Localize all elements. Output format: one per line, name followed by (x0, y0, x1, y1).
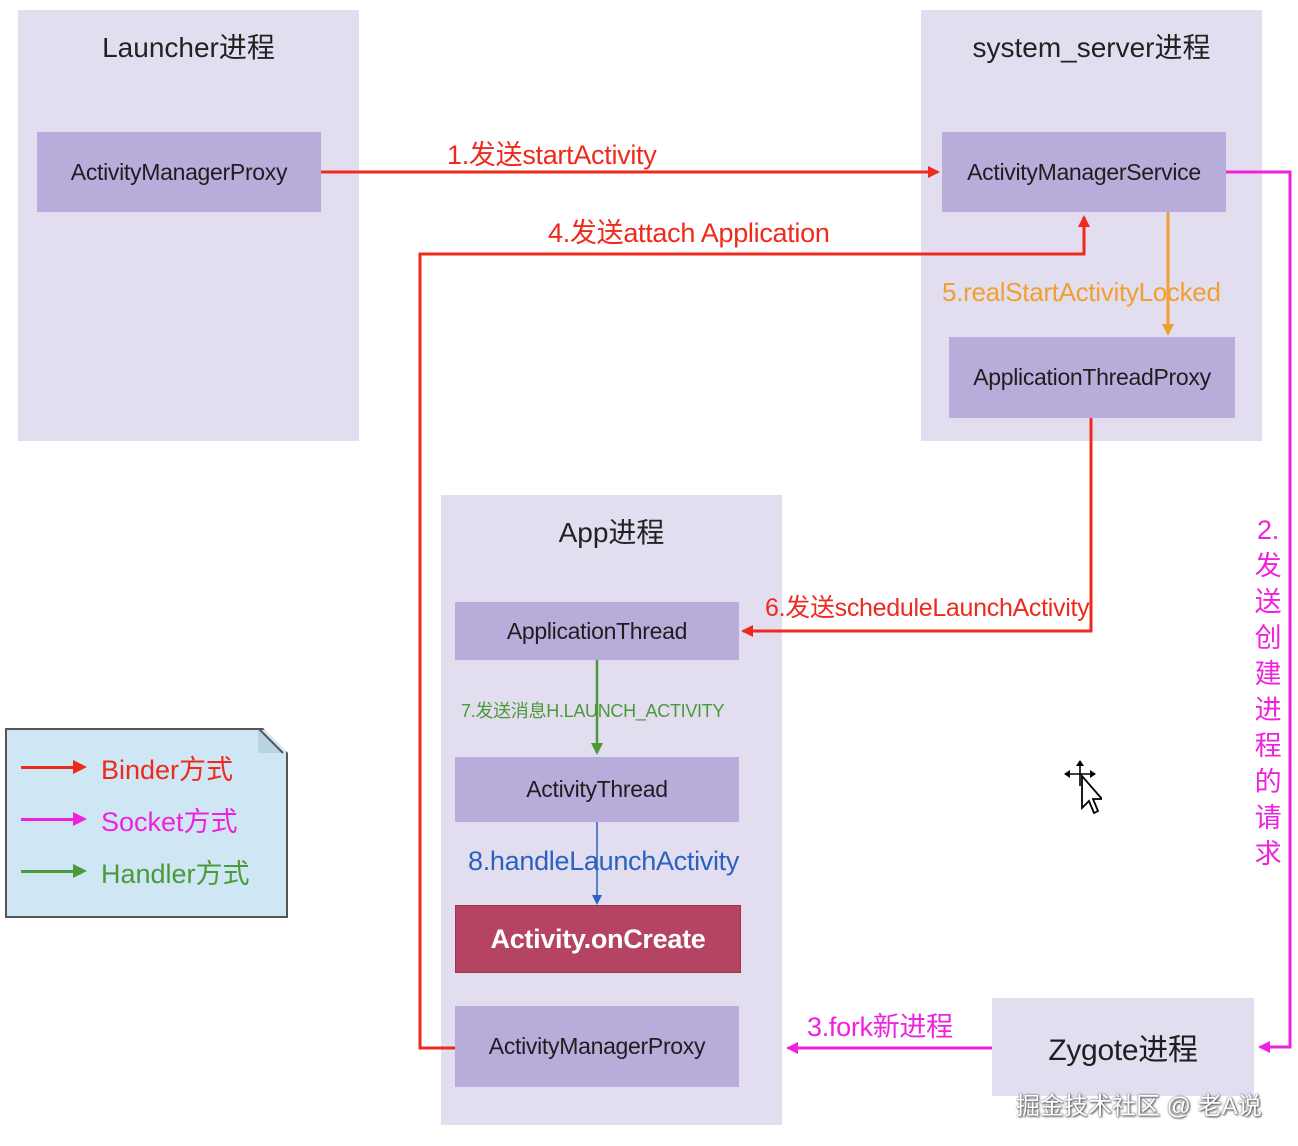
launcher-activity-manager-proxy: ActivityManagerProxy (37, 132, 321, 212)
legend-binder-label: Binder方式 (101, 755, 234, 785)
legend-handler: Handler方式 (21, 852, 250, 891)
step-5-label: 5.realStartActivityLocked (942, 277, 1221, 307)
step-3-label: 3.fork新进程 (807, 1012, 953, 1042)
legend-socket-label: Socket方式 (101, 807, 238, 837)
step-8-label: 8.handleLaunchActivity (468, 846, 740, 876)
system-server-process-title: system_server进程 (972, 32, 1211, 63)
launcher-process-title: Launcher进程 (102, 32, 275, 63)
legend-binder: Binder方式 (21, 748, 233, 787)
step-6-label: 6.发送scheduleLaunchActivity (765, 594, 1090, 622)
activity-manager-service: ActivityManagerService (942, 132, 1226, 212)
app-process-title: App进程 (558, 517, 665, 548)
activity-on-create: Activity.onCreate (455, 905, 741, 973)
zygote-process: Zygote进程 (992, 998, 1254, 1096)
application-thread-proxy: ApplicationThreadProxy (949, 337, 1235, 418)
step-4-label: 4.发送attach Application (548, 218, 830, 248)
application-thread: ApplicationThread (455, 602, 739, 660)
launcher-process-region: Launcher进程 (18, 10, 359, 441)
activity-thread: ActivityThread (455, 757, 739, 822)
socket-arrow-icon (21, 812, 87, 826)
move-cursor-icon (1064, 760, 1102, 815)
legend-handler-label: Handler方式 (101, 859, 250, 889)
step-7-label: 7.发送消息H.LAUNCH_ACTIVITY (461, 701, 725, 721)
legend-socket: Socket方式 (21, 800, 238, 839)
watermark: 掘金技术社区 @ 老A说 (1016, 1093, 1262, 1120)
legend-fold-corner (258, 728, 284, 754)
handler-arrow-icon (21, 864, 87, 878)
step-2-label: 2.发送创建进程的请求 (1254, 515, 1282, 869)
app-activity-manager-proxy: ActivityManagerProxy (455, 1006, 739, 1087)
binder-arrow-icon (21, 760, 87, 774)
step-1-label: 1.发送startActivity (447, 140, 657, 170)
legend: Binder方式 Socket方式 Handler方式 (5, 728, 288, 918)
